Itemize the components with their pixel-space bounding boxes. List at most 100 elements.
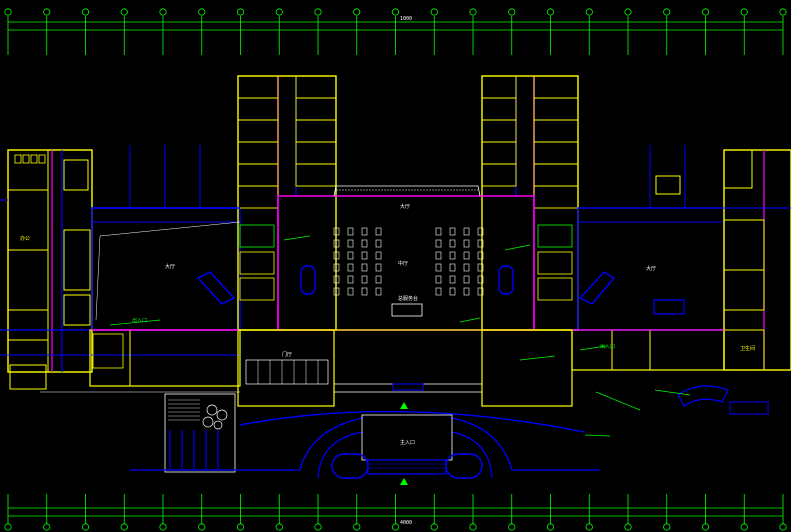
grid-axis-bubble-icon (624, 8, 632, 16)
hall-seat-block (435, 275, 442, 284)
lobby-counter-label: 总服务台 (398, 295, 418, 302)
grid-axis-bubble-icon (430, 8, 438, 16)
grid-axis-bubble-icon (508, 8, 516, 16)
left-wing (0, 149, 240, 390)
grid-axis-bubble-icon (546, 523, 555, 531)
grid-axis-bubble-icon (314, 523, 322, 531)
hall-seat-block (449, 275, 456, 284)
hall-seat-block (333, 227, 340, 236)
grid-axis-bubble-icon (391, 523, 400, 531)
entrance-plaza: 主入口 (130, 385, 769, 485)
hall-seat-block (449, 263, 456, 272)
grid-axis-bubble-icon (624, 523, 632, 531)
wing-right-label: 大厅 (646, 265, 656, 272)
grid-axis-bubble-icon (236, 8, 245, 16)
north-arrow-icon (400, 478, 408, 485)
hall-seat-block (347, 251, 354, 260)
hall-seat-block (449, 287, 456, 296)
central-lower: 门厅 (40, 329, 573, 407)
hall-seat-block (333, 251, 340, 260)
hall-seat-block (375, 275, 382, 284)
grid-axis-bubble-icon (391, 8, 400, 16)
hall-seat-block (375, 287, 382, 296)
hall-seat-block (361, 227, 368, 236)
grid-axis-bubble-icon (663, 523, 671, 531)
grid-axis-bubble-icon (740, 8, 748, 16)
hall-upper-label: 大厅 (400, 203, 410, 210)
hall-seat-block (449, 227, 456, 236)
grid-axis-bubble-icon (585, 8, 593, 16)
hall-seat-block (361, 239, 368, 248)
hall-seat-block (435, 263, 442, 272)
grid-axis-bubble-icon (469, 8, 477, 16)
room-label-a: 办公 (20, 235, 30, 242)
grid-axis-bubble-icon (81, 8, 90, 16)
hall-seat-block (477, 275, 484, 284)
grid-axis-bubble-icon (159, 523, 167, 531)
hall-seat-block (463, 275, 470, 284)
grid-axis-bubble-icon (779, 8, 787, 16)
hall-seat-block (477, 227, 484, 236)
hall-seat-block (463, 263, 470, 272)
hall-seat-block (435, 227, 442, 236)
grid-axis-bubble-icon (701, 523, 710, 531)
grid-axis-bubble-icon (663, 8, 671, 16)
hall-seat-block (449, 251, 456, 260)
grid-axis-bubble-icon (508, 523, 516, 531)
grid-axis-bubble-icon (585, 523, 593, 531)
grid-axis-bubble-icon (314, 8, 322, 16)
hall-seat-block (333, 263, 340, 272)
hall-seat-block (333, 239, 340, 248)
grid-axis-bubble-icon (120, 523, 128, 531)
hall-seating-grid (333, 227, 484, 296)
grid-axis-bubble-icon (159, 8, 167, 16)
grid-axis-bubble-icon (43, 523, 51, 531)
hall-seat-block (375, 263, 382, 272)
grid-axis-bubble-icon (4, 8, 12, 16)
grid-axis-bubble-icon (81, 523, 90, 531)
wing-left-label: 大厅 (165, 263, 175, 270)
grid-axis-bubble-icon (4, 523, 12, 531)
grid-axis-bubble-icon (430, 523, 438, 531)
top-dimension-text: 1000 (400, 16, 412, 22)
grid-axis-bubble-icon (198, 523, 206, 531)
hall-seat-block (347, 275, 354, 284)
hall-seat-block (347, 227, 354, 236)
hall-seat-block (477, 287, 484, 296)
grid-axis-bubble-icon (779, 523, 787, 531)
hall-seat-block (361, 287, 368, 296)
hall-seat-block (347, 263, 354, 272)
room-label-b: 卫生间 (740, 345, 755, 352)
hall-seat-block (463, 227, 470, 236)
hall-seat-block (435, 251, 442, 260)
hall-seat-block (463, 251, 470, 260)
hall-center-label: 中厅 (398, 260, 408, 267)
grid-axis-bubble-icon (740, 523, 748, 531)
hall-seat-block (477, 251, 484, 260)
grid-axis-bubble-icon (701, 8, 710, 16)
main-corridors (92, 207, 724, 331)
hall-seat-block (375, 251, 382, 260)
grid-axis-bubble-icon (120, 8, 128, 16)
grid-axis-bubble-icon (546, 8, 555, 16)
annotations (109, 235, 691, 437)
dimension-lines (8, 21, 783, 517)
hall-seat-block (435, 287, 442, 296)
stair-icon (655, 175, 681, 195)
hall-seat-block (361, 251, 368, 260)
hall-seat-block (477, 239, 484, 248)
grid-axes-bottom (4, 494, 787, 531)
hall-seat-block (463, 239, 470, 248)
hall-seat-block (477, 263, 484, 272)
grid-axis-bubble-icon (275, 8, 283, 16)
hall-seat-block (449, 239, 456, 248)
hall-seat-block (361, 263, 368, 272)
hall-seat-block (375, 239, 382, 248)
entrance-canopy-label: 主入口 (400, 439, 415, 446)
hall-seat-block (463, 287, 470, 296)
elevator-icon (239, 224, 275, 248)
room-label-c: 门厅 (282, 351, 292, 358)
hall-seat-block (375, 227, 382, 236)
hall-seat-block (435, 239, 442, 248)
